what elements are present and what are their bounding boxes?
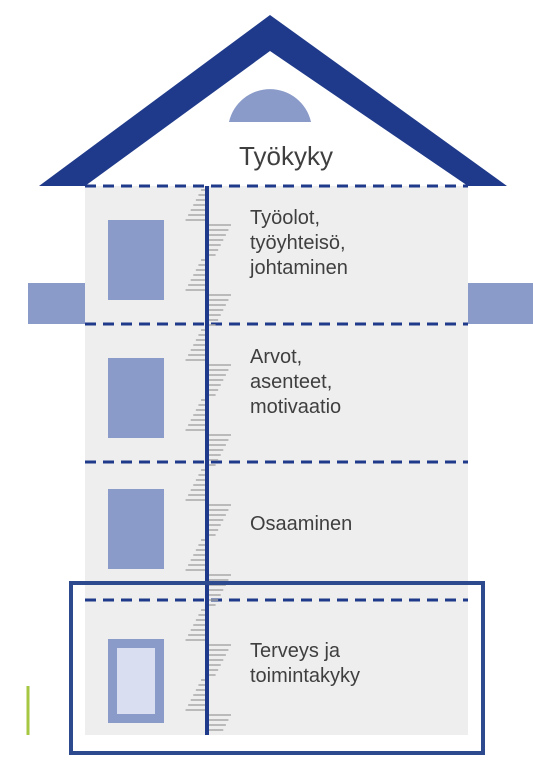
window (108, 220, 164, 300)
roof (39, 15, 507, 186)
floor-label-values-attitudes: Arvot, asenteet, motivaatio (250, 346, 342, 418)
roof-dome-window (229, 89, 311, 122)
diagram-title: Työkyky (239, 141, 333, 171)
window (108, 489, 164, 569)
floor-label-health: Terveys ja toimintakyky (250, 640, 361, 687)
floor-label-competence: Osaaminen (250, 513, 353, 535)
right-side-beam (468, 283, 533, 324)
scale-ticks (185, 189, 231, 731)
left-side-beam (28, 283, 85, 324)
window (108, 358, 164, 438)
floor-dividers (85, 184, 468, 602)
highlight-box (69, 581, 485, 755)
floor-label-working-conditions: Työolot, työyhteisö, johtaminen (250, 207, 348, 279)
window-pane (117, 648, 155, 714)
